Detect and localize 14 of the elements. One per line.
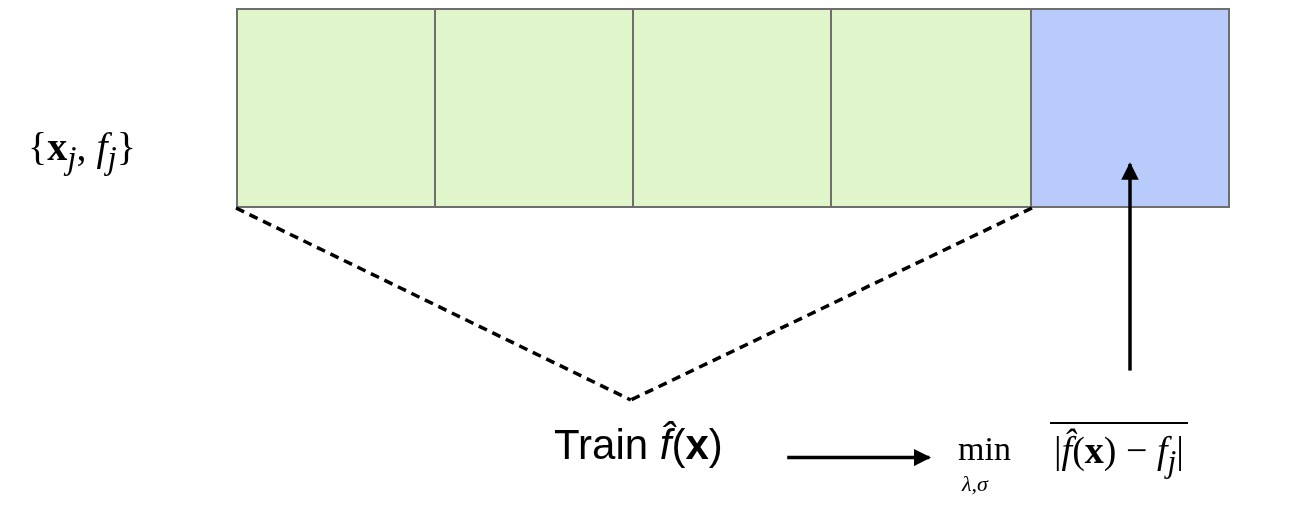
train-label: Train f̂(x): [554, 422, 723, 469]
data-fold-cell: [1030, 8, 1230, 208]
data-fold-cell: [830, 8, 1032, 208]
min-subscript: λ,σ: [962, 472, 988, 497]
dashed-line: [630, 206, 1033, 402]
min-operator: min: [958, 430, 1011, 468]
data-fold-cell: [632, 8, 832, 208]
dashed-line: [235, 206, 632, 402]
dataset-label: {x$_{j}$, f$_{j}$}: [28, 125, 137, 177]
data-fold-cell: [236, 8, 436, 208]
data-fold-cell: [434, 8, 634, 208]
error-expression: |f̂(x) − f$_{j}$|: [1050, 422, 1188, 480]
arrow: [787, 448, 932, 467]
arrow: [1121, 162, 1139, 371]
